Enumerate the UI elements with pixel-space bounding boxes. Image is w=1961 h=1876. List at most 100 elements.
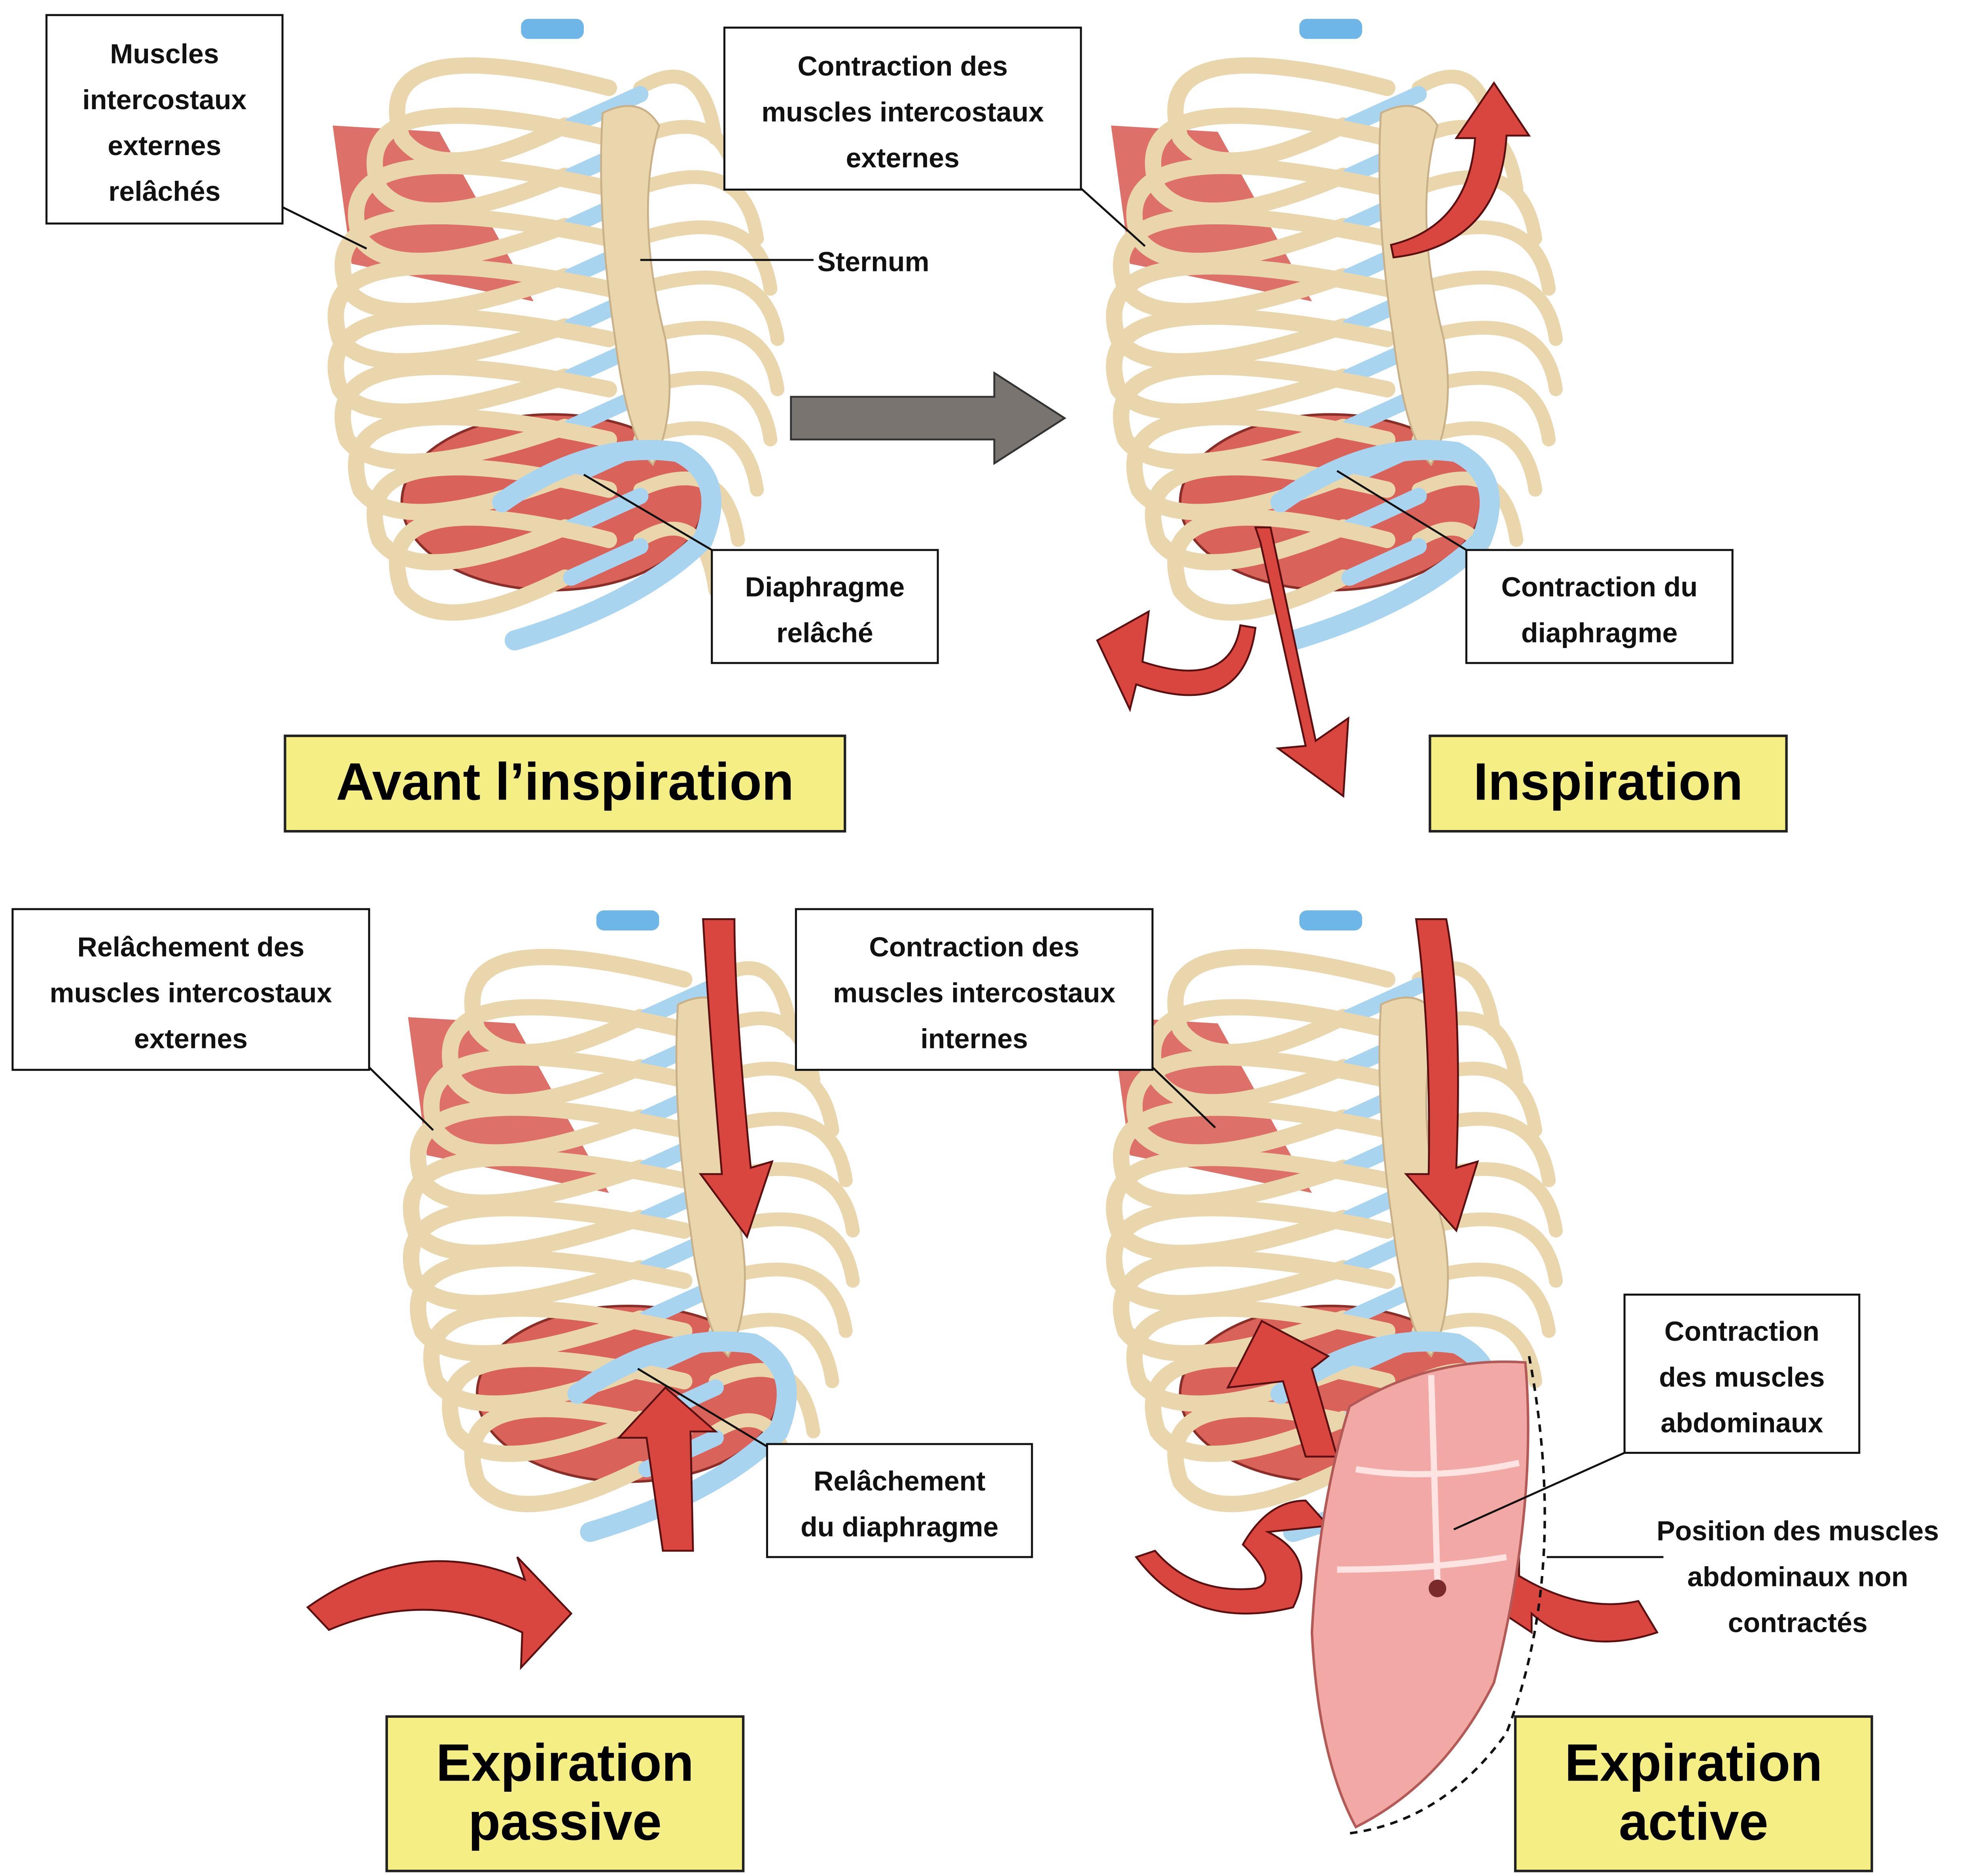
label-line: abdominaux	[1660, 1408, 1823, 1438]
title-inspiration-text: Inspiration	[1473, 752, 1743, 811]
label-line: Avant l’inspiration	[336, 752, 794, 811]
rib	[442, 1351, 693, 1462]
transition-arrow	[790, 371, 1067, 465]
rib	[389, 509, 617, 621]
rib	[1106, 1150, 1396, 1261]
muscle-label-active-box	[795, 908, 1154, 1071]
sternum-down-arrow-active	[1404, 918, 1479, 1233]
rib	[327, 258, 617, 370]
rib	[1126, 1300, 1396, 1412]
costal-margin	[1270, 440, 1500, 651]
rib	[366, 459, 617, 570]
rib	[1106, 308, 1396, 420]
label-line: Contraction des	[798, 51, 1008, 81]
rib-right	[708, 1313, 839, 1388]
rib	[1106, 1200, 1396, 1311]
label-line: abdominaux non	[1687, 1561, 1908, 1592]
label-line: externes	[846, 142, 960, 173]
rib-right	[633, 271, 785, 346]
rib	[327, 308, 617, 420]
rib	[410, 1099, 693, 1211]
label-line: Diaphragme	[745, 572, 905, 603]
label-line: contractés	[1728, 1607, 1868, 1638]
vertebra	[596, 910, 659, 930]
movement-arrows	[306, 81, 1659, 1670]
rib	[1167, 509, 1396, 621]
label-line: relâché	[776, 617, 873, 648]
rib	[1113, 358, 1396, 470]
rib	[335, 208, 617, 320]
rib	[1106, 258, 1396, 370]
title-inspiration-box	[1429, 734, 1788, 833]
label-line: intercostaux	[82, 84, 246, 115]
label-line: relâchés	[108, 176, 220, 207]
rib-right	[1412, 421, 1543, 497]
label-line: active	[1619, 1792, 1768, 1851]
rib-right	[633, 220, 778, 296]
rib	[348, 409, 617, 520]
ribcage-before	[327, 19, 785, 651]
diaphragm-label-passive-box	[766, 1443, 1033, 1558]
costal-cartilage	[563, 538, 649, 586]
diaphragm-label-passive-text: Relâchement du diaphragme	[801, 1465, 998, 1542]
rib	[1113, 208, 1396, 320]
rib-right	[1412, 170, 1543, 246]
rib	[423, 1300, 693, 1412]
diaphragm-down-arrow	[1254, 526, 1350, 798]
title-before-text: Avant l’inspiration	[336, 752, 794, 811]
diaphragm-up-arrow-passive	[617, 1386, 718, 1552]
costal-margin	[492, 440, 722, 651]
title-passive-box	[385, 1715, 745, 1872]
label-line: Relâchement	[814, 1465, 986, 1496]
costal-cartilage	[563, 86, 649, 134]
rib-up-arrow	[1390, 81, 1531, 259]
vertebra	[521, 19, 584, 39]
diaphragm-label-passive: Relâchement du diaphragme	[766, 1443, 1033, 1558]
costal-cartilage	[638, 977, 724, 1025]
rib-up-arrow-active	[1226, 1319, 1338, 1458]
sternum-label: Sternum	[817, 246, 929, 277]
diaphragm-label-before-box	[711, 549, 939, 664]
rib-in-arrow-active	[1134, 1499, 1331, 1614]
sternum	[1378, 105, 1449, 466]
label-line: Contraction du	[1501, 572, 1698, 603]
abdominal-muscles	[1310, 1356, 1546, 1835]
rib-right	[1412, 320, 1563, 396]
position-label-text: Position des muscles abdominaux non contra…	[1656, 1516, 1939, 1638]
rib	[403, 1200, 693, 1311]
vertebra	[1299, 910, 1362, 930]
rib-right	[633, 421, 764, 497]
rib	[1145, 459, 1396, 570]
label-line: du diaphragme	[801, 1511, 998, 1542]
costal-cartilage	[1341, 977, 1427, 1025]
rib	[1167, 1401, 1396, 1512]
label-line: Contraction	[1664, 1316, 1819, 1347]
label-line: Inspiration	[1473, 752, 1743, 811]
rib-right	[633, 70, 722, 145]
title-inspiration: Inspiration	[1429, 734, 1788, 833]
title-before-box	[284, 734, 846, 833]
muscle-label-passive-box	[11, 908, 370, 1071]
diaphragm-label-before: Diaphragme relâché	[711, 549, 939, 664]
rib	[1113, 1250, 1396, 1362]
label-line: externes	[134, 1023, 248, 1054]
costal-cartilage	[1341, 86, 1427, 134]
label-line: Position des muscles	[1656, 1516, 1939, 1546]
rib	[335, 358, 617, 470]
label-line: Contraction des	[869, 932, 1079, 963]
uncontracted-position-line	[1349, 1356, 1546, 1835]
